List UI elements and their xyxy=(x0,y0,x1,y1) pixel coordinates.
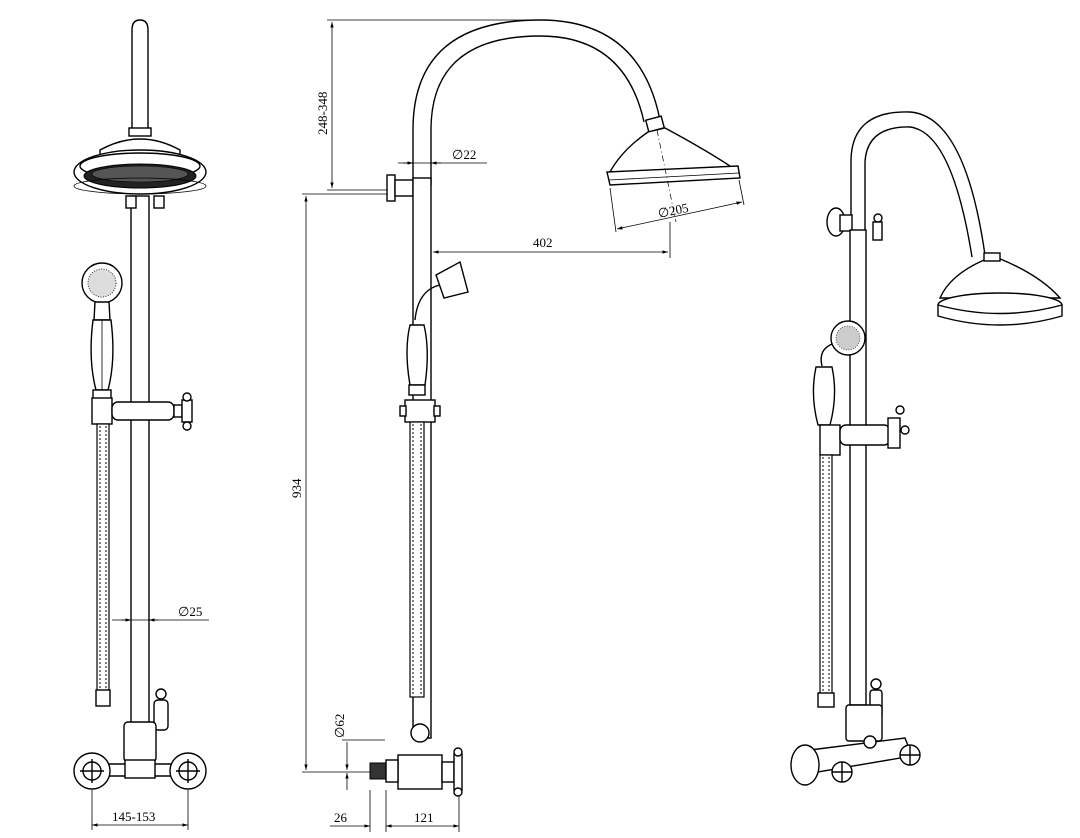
dim-head-diameter-label: ∅205 xyxy=(657,200,690,221)
dim-arm-reach: 402 xyxy=(533,235,553,250)
dim-riser-diameter-label: ∅25 xyxy=(178,604,202,619)
dim-riser-height: 934 xyxy=(289,478,304,498)
side-hand-shower xyxy=(406,260,469,396)
perspective-mixer xyxy=(790,678,921,786)
side-view: 248-348 934 ∅22 402 ∅205 ∅62 26 121 xyxy=(289,19,745,832)
front-diverter xyxy=(153,688,169,731)
perspective-shower-head xyxy=(937,252,1063,326)
dim-base-diameter-label: ∅62 xyxy=(332,714,347,738)
front-slider xyxy=(91,392,193,431)
front-mixer xyxy=(73,721,207,790)
dim-wall-offset: 26 xyxy=(334,810,348,825)
side-shower-head xyxy=(606,115,741,223)
dim-arm-diameter-label: ∅22 xyxy=(452,147,476,162)
dim-inlet-centers: 145-153 xyxy=(112,809,155,824)
side-mixer xyxy=(369,723,463,797)
perspective-view xyxy=(790,111,1063,786)
perspective-hand-shower xyxy=(812,320,866,426)
dim-arm-height: 248-348 xyxy=(315,92,330,135)
front-view: ∅25 145-153 xyxy=(73,19,209,830)
dim-valve-depth: 121 xyxy=(414,810,434,825)
front-shower-head xyxy=(73,138,207,195)
front-hand-shower xyxy=(81,262,123,401)
front-hose xyxy=(95,423,111,707)
